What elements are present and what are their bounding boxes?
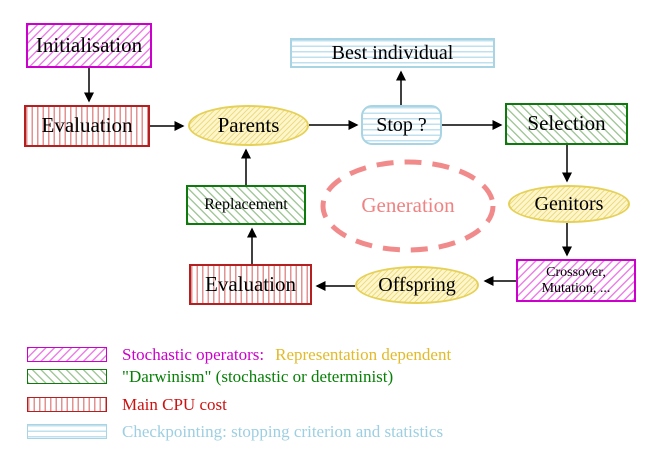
node-best-individual: Best individual <box>290 38 495 68</box>
node-genitors: Genitors <box>508 185 630 223</box>
legend-label-representation-dependent: Representation dependent <box>275 344 452 364</box>
legend-label-stochastic-operators: Stochastic operators: <box>122 344 265 364</box>
node-crossover-mutation: Crossover, Mutation, ... <box>516 259 636 302</box>
node-parents: Parents <box>188 105 309 146</box>
node-replacement: Replacement <box>186 185 306 225</box>
legend-swatch-red-stripes <box>27 397 107 412</box>
node-initialisation-label: Initialisation <box>35 32 143 57</box>
generation-label-text: Generation <box>361 193 455 218</box>
legend-row-stochastic-operators: Stochastic operators: Representation dep… <box>27 345 451 364</box>
legend-row-main-cpu-cost: Main CPU cost <box>27 395 227 414</box>
node-evaluation-top-label: Evaluation <box>41 113 133 138</box>
legend-row-checkpointing: Checkpointing: stopping criterion and st… <box>27 422 443 441</box>
node-crossover-line1: Crossover, <box>546 265 606 281</box>
node-initialisation: Initialisation <box>26 23 152 68</box>
legend-swatch-magenta-hatch <box>27 347 107 362</box>
node-evaluation-bottom-label: Evaluation <box>205 271 296 296</box>
generation-label: Generation <box>323 193 493 219</box>
node-stop: Stop ? <box>361 105 442 145</box>
node-offspring-label: Offspring <box>378 274 456 296</box>
legend-label-main-cpu-cost: Main CPU cost <box>122 394 227 414</box>
node-stop-label: Stop ? <box>376 114 427 136</box>
legend-row-darwinism: "Darwinism" (stochastic or determinist) <box>27 367 393 386</box>
node-parents-label: Parents <box>217 112 280 137</box>
legend-swatch-cyan-stripes <box>27 424 107 439</box>
node-evaluation-bottom: Evaluation <box>189 264 312 305</box>
generation-dashed-ellipse <box>320 159 496 253</box>
legend-label-darwinism: "Darwinism" (stochastic or determinist) <box>122 366 394 386</box>
node-crossover-line2: Mutation, ... <box>541 280 611 296</box>
node-selection: Selection <box>505 103 628 145</box>
node-offspring: Offspring <box>355 266 479 304</box>
node-selection-label: Selection <box>527 111 606 136</box>
node-genitors-label: Genitors <box>534 193 604 215</box>
legend-swatch-green-hatch <box>27 369 107 384</box>
legend-label-checkpointing: Checkpointing: stopping criterion and st… <box>122 421 444 441</box>
node-best-individual-label: Best individual <box>331 42 454 64</box>
node-replacement-label: Replacement <box>204 196 288 214</box>
node-evaluation-top: Evaluation <box>24 105 150 147</box>
